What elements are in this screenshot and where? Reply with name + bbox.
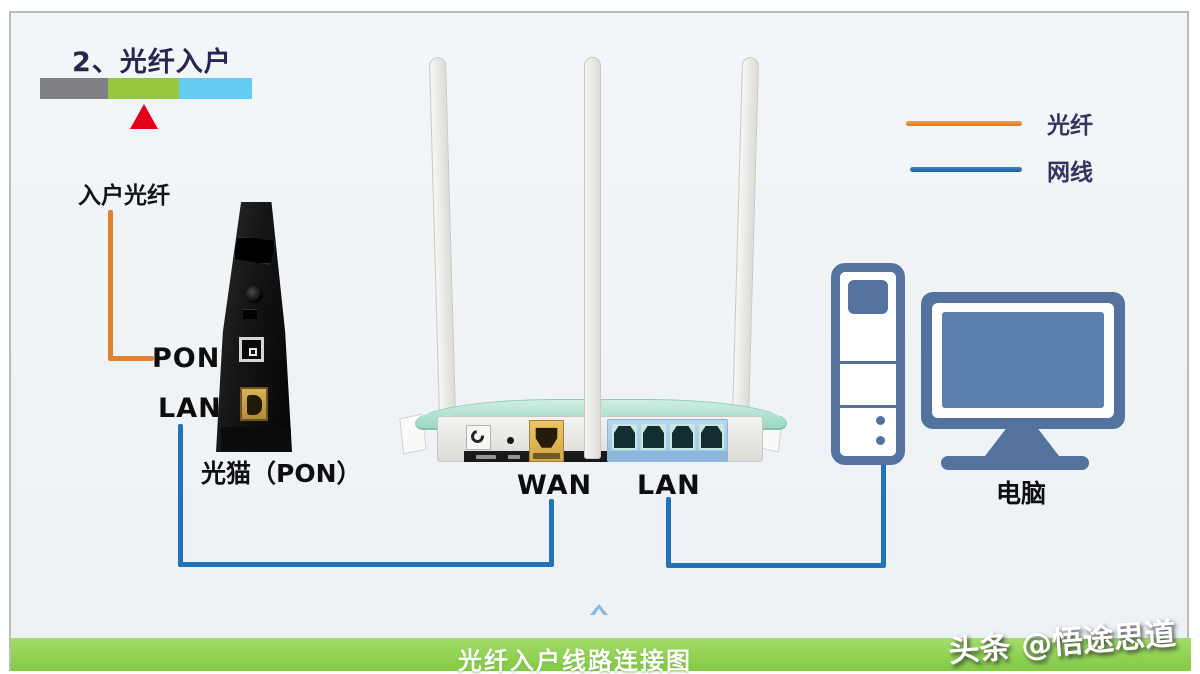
progress-segment-done <box>40 78 108 99</box>
lan-port-hole-icon <box>701 426 722 448</box>
progress-bar <box>40 78 252 99</box>
legend-fiber-label: 光纤 <box>1047 113 1093 139</box>
modem-lan-jack-icon <box>239 337 264 362</box>
modem-device-label: 光猫（PON） <box>201 459 362 488</box>
modem-notch-icon <box>243 309 257 319</box>
router-lan-port-label: LAN <box>637 470 701 501</box>
modem-button-icon <box>246 286 263 303</box>
pc-monitor-bezel <box>932 303 1114 418</box>
step-title: 2、光纤入户 <box>72 47 232 78</box>
cable-modem-router-horizontal <box>178 562 554 567</box>
cable-pc-vertical <box>881 461 886 567</box>
router-lan-bottom-strip <box>608 451 727 461</box>
router-lan-port-4-icon <box>699 424 724 450</box>
cable-router-pc-horizontal <box>666 563 886 568</box>
incoming-fiber-label: 入户光纤 <box>78 183 170 209</box>
fiber-line-horizontal <box>108 356 154 361</box>
lan-port-hole-icon <box>643 426 664 448</box>
pc-device-label: 电脑 <box>996 479 1047 508</box>
fiber-line-vertical <box>108 210 113 360</box>
legend-cable-label: 网线 <box>1047 160 1093 186</box>
modem-lan-port-label: LAN <box>158 393 222 424</box>
modem-base <box>221 427 291 451</box>
pc-tower-button-icon <box>876 416 885 425</box>
footer-caption: 光纤入户线路连接图 <box>458 647 692 674</box>
lan-port-hole-icon <box>614 426 635 448</box>
pc-tower-divider <box>840 361 896 364</box>
router-reset-hole-icon <box>507 437 514 444</box>
cable-modem-lan-vertical <box>178 424 183 567</box>
router-wan-strip-icon <box>533 453 560 459</box>
pc-tower-button-icon <box>876 436 885 445</box>
legend-fiber-line-icon <box>906 121 1022 126</box>
router-wan-port-icon <box>529 420 564 462</box>
modem-vent-slot-icon <box>233 236 276 265</box>
pc-monitor-base <box>941 456 1089 470</box>
router-lan-port-1-icon <box>612 424 637 450</box>
pc-tower-drive-icon <box>848 280 888 314</box>
pc-tower-divider <box>840 405 896 408</box>
progress-pointer-icon <box>130 104 158 129</box>
power-icon <box>468 427 487 446</box>
modem-fiber-jack-hole-icon <box>247 395 262 415</box>
progress-segment-current <box>108 78 179 99</box>
router-wan-hole-icon <box>535 427 558 448</box>
strip-mark-icon <box>508 455 520 459</box>
pc-monitor <box>921 292 1125 429</box>
legend-cable-line-icon <box>910 167 1022 172</box>
lan-port-hole-icon <box>672 426 693 448</box>
router-lan-block <box>607 419 728 462</box>
pc-monitor-screen <box>942 312 1104 408</box>
strip-mark-icon <box>476 455 496 459</box>
router-lan-port-3-icon <box>670 424 695 450</box>
modem-fiber-jack-icon <box>240 387 268 421</box>
cable-router-wan-vertical <box>549 499 554 566</box>
pc-tower <box>831 263 905 465</box>
router-antenna-middle-icon <box>584 57 601 459</box>
modem-pon-port-label: PON <box>152 343 221 374</box>
router-wan-port-label: WAN <box>517 470 593 501</box>
router-power-jack-icon <box>466 425 491 450</box>
modem-lan-jack-pin-icon <box>249 348 257 356</box>
footer-bar: 光纤入户线路连接图 <box>11 638 1191 674</box>
progress-segment-next <box>179 78 252 99</box>
cable-router-lan-vertical <box>666 497 671 567</box>
router-lan-port-2-icon <box>641 424 666 450</box>
